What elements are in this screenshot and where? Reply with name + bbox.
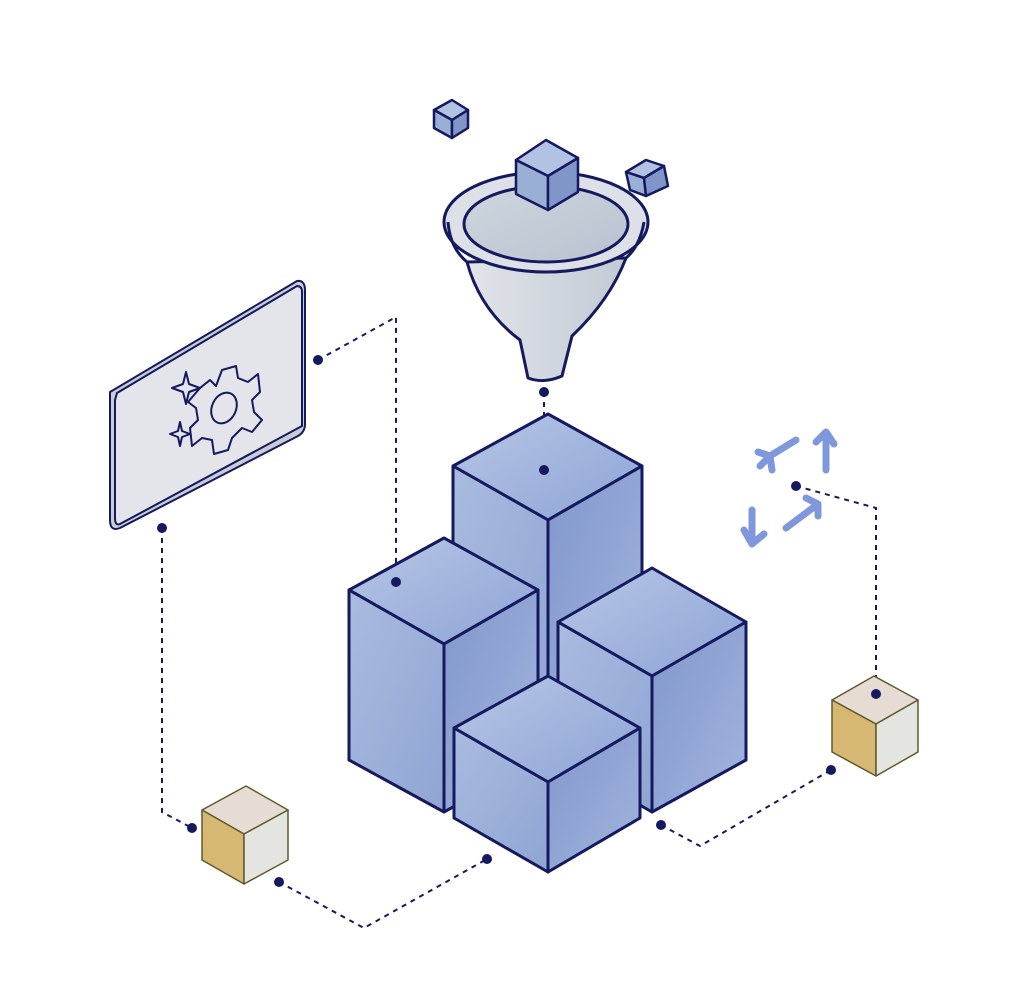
connector-line	[161, 528, 193, 829]
connector-dot	[791, 481, 801, 491]
block-right	[556, 566, 748, 814]
gear-icon	[187, 365, 263, 455]
funnel-icon	[442, 170, 650, 383]
connector-dot	[313, 355, 323, 365]
small-cube	[201, 785, 289, 885]
refresh-arrows-icon	[740, 428, 838, 548]
connector-line	[795, 485, 877, 694]
connector-dot	[826, 765, 836, 775]
small-cube	[514, 138, 580, 212]
connector-line	[660, 769, 832, 848]
stacked-blocks	[347, 412, 748, 874]
connector-line	[317, 315, 397, 582]
connector-dot	[391, 577, 401, 587]
connector-dot	[656, 820, 666, 830]
sparkle-icon	[169, 421, 191, 447]
connector-dot	[539, 387, 549, 397]
small-cube	[432, 98, 470, 140]
connector-line	[278, 858, 488, 930]
sparkle-icon	[171, 371, 201, 405]
connector-dot	[157, 523, 167, 533]
connector-dot	[871, 689, 881, 699]
settings-panel	[109, 279, 306, 530]
connector-dot	[187, 823, 197, 833]
small-cube	[831, 675, 919, 777]
connector-dots	[157, 355, 881, 887]
connector-dot	[482, 854, 492, 864]
small-cube	[624, 158, 670, 198]
block-front	[452, 674, 642, 874]
connector-dot	[539, 465, 549, 475]
connector-dot	[274, 877, 284, 887]
